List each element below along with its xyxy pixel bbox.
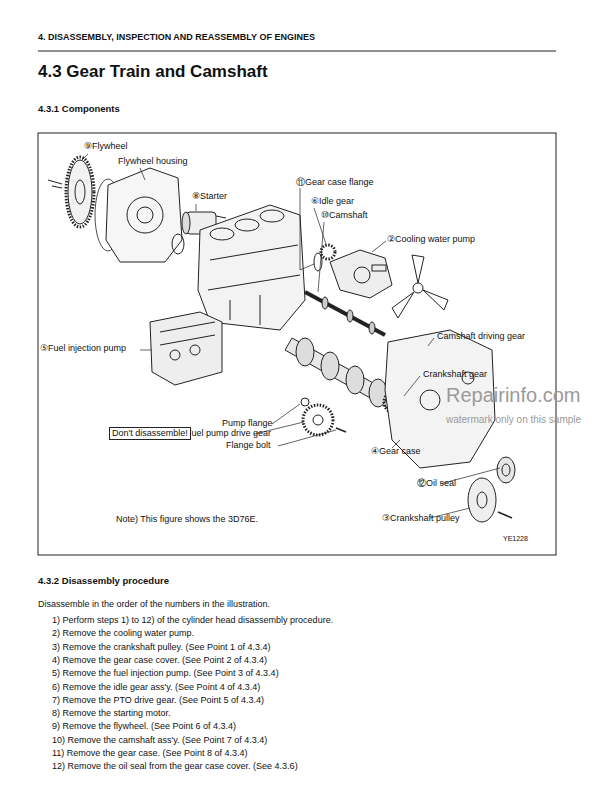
part-label: ⑫Oil seal	[417, 478, 456, 488]
list-item: 2) Remove the cooling water pump.	[52, 628, 194, 638]
oil-seal	[497, 457, 515, 483]
list-item: 5) Remove the fuel injection pump. (See …	[52, 668, 279, 678]
part-label: ⑧Starter	[192, 191, 227, 201]
figure-note: Note) This figure shows the 3D76E.	[116, 514, 258, 524]
part-label: ③Crankshaft pulley	[382, 513, 460, 523]
list-item: 1) Perform steps 1) to 12) of the cylind…	[52, 615, 333, 625]
idle-gear	[321, 245, 335, 259]
flywheel-housing	[106, 168, 182, 262]
crankshaft-pulley	[468, 478, 512, 522]
part-label: Fuel pump drive gear	[186, 428, 271, 438]
list-item: 8) Remove the starting motor.	[52, 708, 171, 718]
part-label: ⑨Flywheel	[84, 141, 128, 151]
flange-bolt	[336, 428, 346, 432]
list-item: 11) Remove the gear case. (See Point 8 o…	[52, 748, 247, 758]
part-label: ⑩Camshaft	[321, 210, 368, 220]
figure-frame	[38, 133, 556, 555]
warning-box: Don't disassemble!	[109, 427, 191, 440]
list-item: 6) Remove the idle gear ass'y. (See Poin…	[52, 682, 260, 692]
list-item: 4) Remove the gear case cover. (See Poin…	[52, 655, 267, 665]
part-label: Camshaft driving gear	[437, 331, 525, 341]
pump-flange	[301, 398, 309, 406]
part-label: Flywheel housing	[118, 156, 188, 166]
crankshaft	[285, 338, 395, 408]
node-text: Don't disassemble!	[112, 428, 188, 439]
part-label: ②Cooling water pump	[387, 234, 475, 244]
list-item: 9) Remove the flywheel. (See Point 6 of …	[52, 721, 236, 731]
fuel-pump-drive-gear	[303, 405, 333, 435]
part-label: ⑪Gear case flange	[296, 177, 374, 187]
section-heading: 4.3.2 Disassembly procedure	[38, 576, 169, 587]
fuel-injection-pump	[150, 312, 222, 385]
part-label: Pump flange	[222, 418, 273, 428]
cooling-fan	[392, 255, 448, 318]
cooling-water-pump	[330, 250, 392, 298]
part-label: ⑥Idle gear	[311, 196, 354, 206]
gasket	[172, 234, 184, 254]
list-item: 3) Remove the crankshaft pulley. (See Po…	[52, 642, 270, 652]
list-item: 7) Remove the PTO drive gear. (See Point…	[52, 695, 264, 705]
part-label: ⑤Fuel injection pump	[40, 343, 126, 353]
header-rule	[38, 50, 556, 51]
part-label: ④Gear case	[371, 446, 421, 456]
figure-code: YE1228	[503, 535, 528, 543]
part-label: Crankshaft gear	[423, 369, 487, 379]
section-heading: 4.3.1 Components	[38, 104, 120, 115]
list-item: 10) Remove the camshaft ass'y. (See Poin…	[52, 735, 267, 745]
running-header: 4. DISASSEMBLY, INSPECTION AND REASSEMBL…	[38, 32, 315, 42]
camshaft	[305, 292, 385, 335]
flywheel	[48, 157, 94, 227]
body-text: Disassemble in the order of the numbers …	[38, 599, 270, 609]
list-item: 12) Remove the oil seal from the gear ca…	[52, 761, 298, 771]
page-title: 4.3 Gear Train and Camshaft	[38, 62, 268, 82]
watermark: watermark only on this sample	[446, 414, 581, 426]
part-label: Flange bolt	[226, 440, 271, 450]
cylinder-block	[198, 205, 305, 330]
watermark: Repairinfo.com	[446, 384, 581, 407]
